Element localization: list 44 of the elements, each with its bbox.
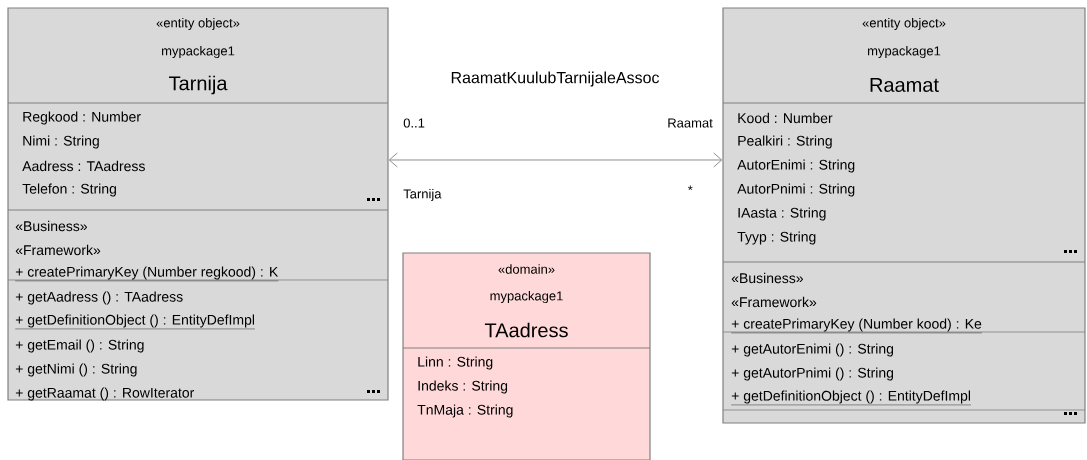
operation-text: + getAutorPnimi () : String <box>731 367 893 381</box>
class-name: TAadress <box>484 322 568 338</box>
stereotype-text: mypackage1 <box>162 45 235 59</box>
attribute-text: Tyyp : String <box>737 231 816 245</box>
operation-text: «Business» <box>731 272 803 284</box>
attribute-text: Telefon : String <box>22 183 116 197</box>
attribute-text: AutorPnimi : String <box>737 183 855 197</box>
attribute-text: Aadress : TAadress <box>22 160 145 172</box>
stereotype-text: «domain» <box>498 264 555 274</box>
stereotype-text: mypackage1 <box>868 45 941 59</box>
operation-text: + getAutorEnimi () : String <box>731 343 893 357</box>
stereotype-text: «entity object» <box>156 17 240 31</box>
class-box <box>402 252 651 460</box>
multiplicity-label: * <box>687 185 693 191</box>
operation-text: + getEmail () : String <box>15 339 144 353</box>
attribute-text: IAasta : String <box>738 207 826 221</box>
class-name: Tarnija <box>169 75 228 95</box>
operation-text: + getNimi () : String <box>15 363 137 377</box>
operation-text: + createPrimaryKey (Number regkood) : K <box>15 266 279 282</box>
role-label: Tarnija <box>403 188 442 202</box>
multiplicity-label: 0..1 <box>403 118 425 128</box>
attribute-text: Pealkiri : String <box>738 135 832 149</box>
operation-text: «Framework» <box>15 244 101 256</box>
attribute-text: Linn : String <box>418 356 493 370</box>
attribute-text: Nimi : String <box>23 135 99 149</box>
attribute-text: Kood : Number <box>738 112 833 124</box>
operation-text: + createPrimaryKey (Number kood) : Ke <box>731 318 983 334</box>
operation-text: «Framework» <box>731 296 817 308</box>
operation-text: + getDefinitionObject () : EntityDefImpl <box>731 390 972 406</box>
class-box <box>7 7 389 401</box>
class-box <box>722 7 1086 424</box>
class-name: Raamat <box>870 78 939 92</box>
operation-text: + getAadress () : TAadress <box>15 291 183 305</box>
operation-text: + getRaamat () : RowIterator <box>15 387 195 401</box>
association-line <box>388 152 723 168</box>
stereotype-text: mypackage1 <box>490 290 563 304</box>
stereotype-text: «entity object» <box>862 17 946 31</box>
operation-text: «Business» <box>15 220 87 232</box>
attribute-text: Indeks : String <box>418 380 508 394</box>
edge-label: RaamatKuulubTarnijaleAssoc <box>451 71 660 87</box>
attribute-text: TnMaja : String <box>417 404 513 418</box>
operation-text: + getDefinitionObject () : EntityDefImpl <box>15 314 256 330</box>
attribute-text: AutorEnimi : String <box>737 159 855 173</box>
attribute-text: Regkood : Number <box>23 111 141 125</box>
